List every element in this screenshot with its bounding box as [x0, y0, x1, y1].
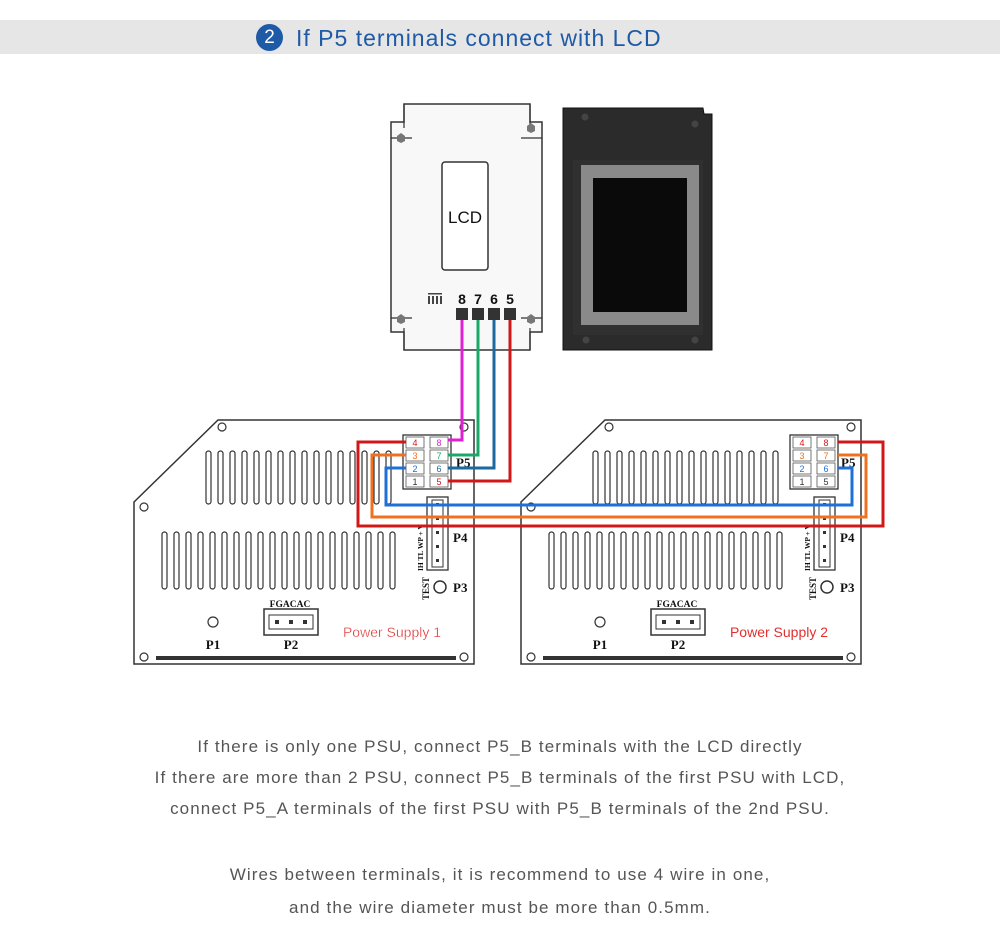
p5-terminal-label: 7: [823, 451, 828, 461]
p4-pin-labels: IH TL WP + V: [803, 524, 812, 571]
page-title: If P5 terminals connect with LCD: [296, 25, 662, 51]
lcd-terminal-pin: [456, 308, 468, 320]
step-number-badge: 2: [256, 24, 283, 51]
psu-name-label: Power Supply 2: [730, 624, 828, 640]
lcd-terminal-pin: [472, 308, 484, 320]
test-label: TEST: [808, 577, 818, 600]
p3-button-icon: [433, 580, 447, 594]
wire-terminal-7: [448, 320, 480, 457]
p4-label: P4: [840, 530, 855, 545]
caption-line: If there is only one PSU, connect P5_B t…: [197, 737, 803, 756]
wire-terminal-4-to-8: [356, 440, 885, 528]
lcd-terminal-label: 8: [458, 291, 466, 307]
p5-terminal-label: 7: [436, 451, 441, 461]
lcd-module-back: LCD 8 7 6 5: [390, 103, 543, 351]
p2-pin-labels: FGACAC: [270, 600, 311, 610]
screw-icon: [527, 314, 535, 324]
power-supply-2: P1 FGACAC P2 Power Supply 2 IH TL WP + V…: [520, 419, 862, 665]
p3-button-icon: [820, 580, 834, 594]
p3-label: P3: [453, 580, 468, 595]
wire-terminal-8: [448, 320, 464, 442]
p4-label: P4: [453, 530, 468, 545]
wiring-diagram: LCD 8 7 6 5: [133, 103, 885, 665]
p5-terminal-label: 3: [799, 451, 804, 461]
caption-line: Wires between terminals, it is recommend…: [229, 865, 771, 884]
caption-line: connect P5_A terminals of the first PSU …: [170, 799, 830, 818]
p5-terminal-label: 6: [823, 464, 828, 474]
screw-icon: [527, 123, 535, 133]
test-label: TEST: [421, 577, 431, 600]
power-supply-1: P1 FGACAC P2 Power Supply 1 IH TL WP + V…: [133, 419, 475, 665]
lcd-terminal-label: 7: [474, 291, 482, 307]
lcd-label: LCD: [448, 208, 482, 227]
lcd-terminal-label: 6: [490, 291, 498, 307]
lcd-terminal-pin: [488, 308, 500, 320]
screw-icon: [397, 133, 405, 143]
p5-terminal-label: 3: [412, 451, 417, 461]
p4-pin-labels: IH TL WP + V: [416, 524, 425, 571]
wire-terminal-5: [448, 320, 512, 483]
lcd-module-front: [562, 107, 713, 351]
p5-terminal-label: 4: [799, 438, 804, 448]
p5-terminal-label: 1: [799, 477, 804, 487]
wire-terminal-6: [448, 320, 496, 470]
p1-led-icon: [207, 616, 219, 628]
p5-terminal-label: 8: [436, 438, 441, 448]
psu-name-label: Power Supply 1: [343, 624, 441, 640]
caption-line: If there are more than 2 PSU, connect P5…: [154, 768, 846, 787]
screw-icon: [397, 314, 405, 324]
p5-terminal-label: 5: [436, 477, 441, 487]
p2-pin-labels: FGACAC: [657, 600, 698, 610]
p2-label: P2: [284, 637, 298, 652]
p5-terminal-label: 6: [436, 464, 441, 474]
p5-terminal-label: 4: [412, 438, 417, 448]
lcd-terminal-pin: [504, 308, 516, 320]
p5-terminal-label: 5: [823, 477, 828, 487]
p5-label: P5: [841, 455, 856, 470]
p5-terminal-label: 8: [823, 438, 828, 448]
p3-label: P3: [840, 580, 855, 595]
p5-label: P5: [456, 455, 471, 470]
p1-label: P1: [593, 637, 607, 652]
p1-label: P1: [206, 637, 220, 652]
p5-terminal-label: 2: [412, 464, 417, 474]
p1-led-icon: [594, 616, 606, 628]
title-bar: 2 If P5 terminals connect with LCD: [0, 20, 1000, 54]
wire-terminal-2-to-6: [384, 466, 854, 507]
psu1-to-psu2-wires: [356, 440, 885, 528]
lcd-terminal-label: 5: [506, 291, 514, 307]
lcd-screen: [593, 178, 687, 312]
p5-terminal-label: 1: [412, 477, 417, 487]
p5-terminal-label: 2: [799, 464, 804, 474]
caption-line: and the wire diameter must be more than …: [289, 898, 711, 917]
lcd-to-psu1-wires: [448, 320, 512, 483]
wire-terminal-3-to-7: [370, 453, 868, 519]
p2-label: P2: [671, 637, 685, 652]
